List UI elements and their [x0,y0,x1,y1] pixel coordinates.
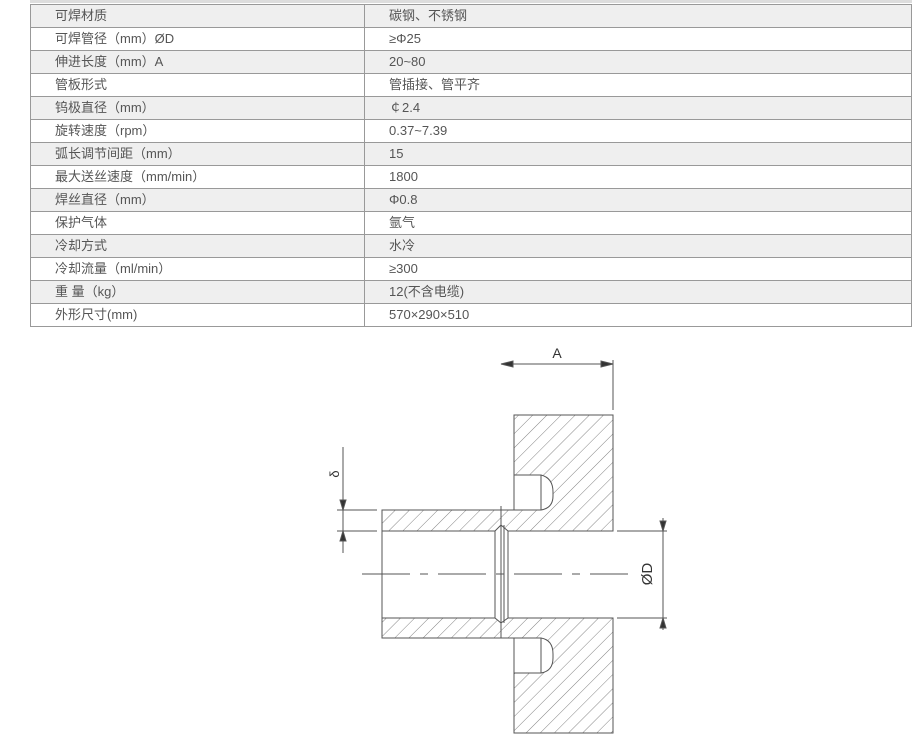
spec-label: 可焊材质 [30,4,365,28]
dim-d-label: ØD [639,563,656,586]
spec-row: 外形尺寸(mm)570×290×510 [30,303,912,327]
spec-label: 钨极直径（mm） [30,96,365,120]
spec-value: 管插接、管平齐 [364,73,912,97]
spec-value: ≥300 [364,257,912,281]
spec-value: 碳钢、不锈钢 [364,4,912,28]
spec-row: 钨极直径（mm）￠2.4 [30,96,912,120]
spec-label: 外形尺寸(mm) [30,303,365,327]
spec-row: 旋转速度（rpm）0.37~7.39 [30,119,912,143]
spec-row: 弧长调节间距（mm）15 [30,142,912,166]
spec-row: 可焊材质碳钢、不锈钢 [30,4,912,28]
tube-wall-bottom [381,617,502,639]
spec-value: Φ0.8 [364,188,912,212]
spec-label: 管板形式 [30,73,365,97]
groove-bottom [513,637,554,674]
spec-row: 焊丝直径（mm）Φ0.8 [30,188,912,212]
spec-label: 弧长调节间距（mm） [30,142,365,166]
spec-value: 12(不含电缆) [364,280,912,304]
spec-row: 管板形式管插接、管平齐 [30,73,912,97]
dim-delta-label: δ [327,470,342,477]
tube-wall-top [381,509,502,532]
flange-section-lower [500,617,614,734]
spec-row: 保护气体氩气 [30,211,912,235]
spec-label: 冷却方式 [30,234,365,258]
spec-label: 最大送丝速度（mm/min） [30,165,365,189]
flange-section [500,414,614,532]
spec-value: 570×290×510 [364,303,912,327]
spec-row: 冷却流量（ml/min）≥300 [30,257,912,281]
dim-a-label: A [552,345,562,361]
spec-value: 15 [364,142,912,166]
groove-top [513,474,554,511]
spec-row: 重 量（kg）12(不含电缆) [30,280,912,304]
spec-label: 重 量（kg） [30,280,365,304]
top-divider [30,0,912,3]
spec-value: ￠2.4 [364,96,912,120]
spec-row: 冷却方式水冷 [30,234,912,258]
spec-value: ≥Φ25 [364,27,912,51]
